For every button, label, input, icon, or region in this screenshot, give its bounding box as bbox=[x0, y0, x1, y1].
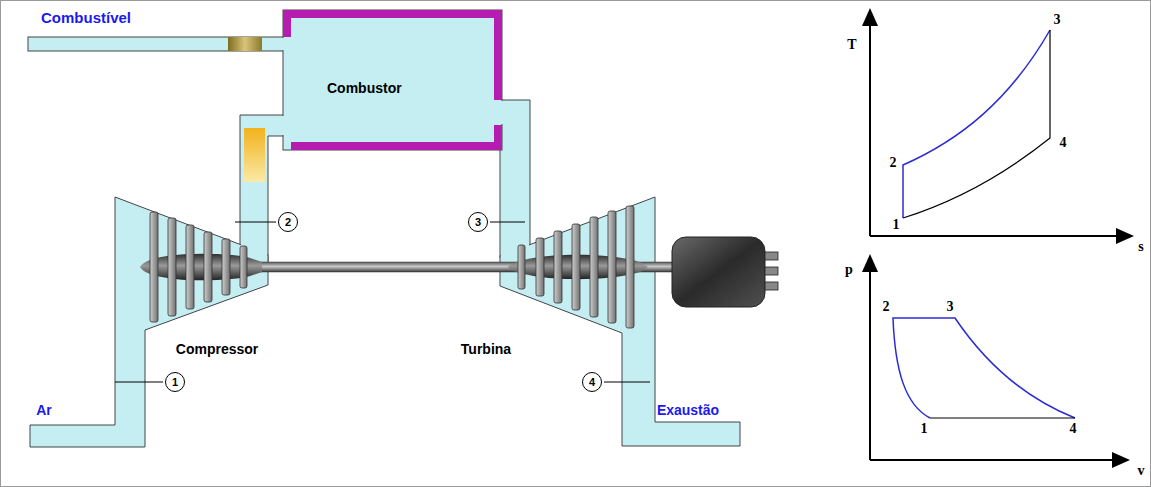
component-label: Turbina bbox=[461, 342, 511, 357]
state-point-label: 3 bbox=[1054, 12, 1061, 27]
fuel-label: Combustível bbox=[41, 10, 131, 27]
axis-label: T bbox=[847, 37, 856, 52]
state-point-label: 4 bbox=[1070, 421, 1077, 436]
exhaust-label: Exaustão bbox=[657, 403, 719, 418]
axis-label: p bbox=[845, 262, 853, 277]
callout-number: 3 bbox=[468, 212, 488, 232]
callout-number: 4 bbox=[582, 372, 602, 392]
callout-text: 1 bbox=[172, 377, 178, 388]
callout-number: 2 bbox=[278, 212, 298, 232]
box-text: Combustor bbox=[327, 80, 500, 96]
callout-number: 1 bbox=[165, 372, 185, 392]
state-point-label: 1 bbox=[921, 421, 928, 436]
state-point-label: 4 bbox=[1060, 135, 1067, 150]
state-point-label: 1 bbox=[893, 217, 900, 232]
state-point-label: 2 bbox=[890, 155, 897, 170]
callout-text: 3 bbox=[475, 217, 481, 228]
state-point-label: 3 bbox=[947, 299, 954, 314]
inlet-label: Ar bbox=[36, 403, 52, 418]
state-point-label: 2 bbox=[883, 299, 890, 314]
combustor-box: Combustor bbox=[291, 18, 500, 142]
callout-text: 4 bbox=[589, 377, 595, 388]
axis-label: v bbox=[1138, 463, 1145, 478]
component-label: Compressor bbox=[176, 342, 258, 357]
callout-text: 2 bbox=[285, 217, 291, 228]
axis-label: s bbox=[1138, 239, 1143, 254]
